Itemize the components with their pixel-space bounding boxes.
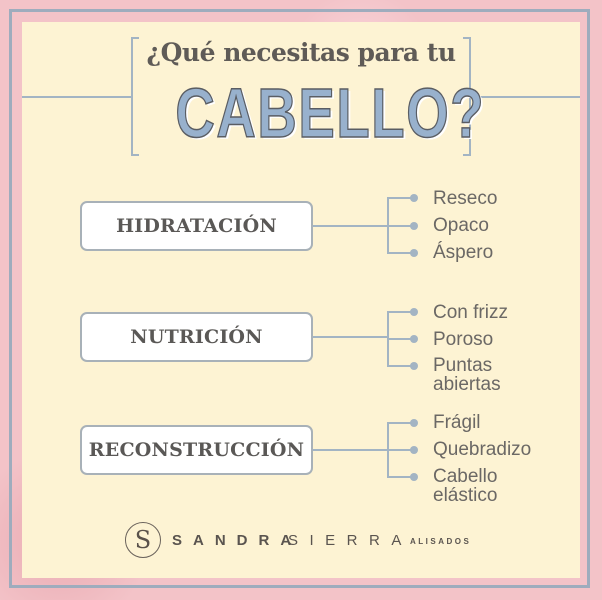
connector-main xyxy=(313,449,389,451)
bullet-dot-icon xyxy=(410,473,418,481)
brand-name-bold: SANDRA xyxy=(172,532,303,549)
brand-monogram-logo-icon: S xyxy=(125,522,161,558)
symptom-item: Con frizz xyxy=(433,302,508,323)
symptom-item: Opaco xyxy=(433,215,489,236)
symptom-item: Puntas xyxy=(433,355,493,376)
bullet-dot-icon xyxy=(410,194,418,202)
connector-branch xyxy=(387,476,411,478)
category-box-reconstruccion: RECONSTRUCCIÓN xyxy=(80,425,313,475)
bullet-dot-icon xyxy=(410,419,418,427)
connector-branch xyxy=(387,225,411,227)
symptom-item-continuation: elástico xyxy=(433,485,498,506)
bullet-dot-icon xyxy=(410,362,418,370)
header-connector-right xyxy=(471,96,580,98)
symptom-item: Áspero xyxy=(433,242,494,263)
header-connector-left xyxy=(22,96,131,98)
connector-branch xyxy=(387,197,411,199)
bullet-dot-icon xyxy=(410,222,418,230)
symptom-item: Poroso xyxy=(433,329,494,350)
bullet-dot-icon xyxy=(410,249,418,257)
connector-main xyxy=(313,336,389,338)
connector-branch xyxy=(387,252,411,254)
header-subtitle: ¿Qué necesitas para tu xyxy=(146,38,457,67)
connector-branch xyxy=(387,338,411,340)
bullet-dot-icon xyxy=(410,446,418,454)
bullet-dot-icon xyxy=(410,335,418,343)
connector-branch xyxy=(387,422,411,424)
outer-frame-border xyxy=(9,9,590,588)
connector-branch xyxy=(387,365,411,367)
symptom-item: Reseco xyxy=(433,188,498,209)
header-headline: CABELLO? xyxy=(175,74,486,152)
symptom-item: Cabello xyxy=(433,466,498,487)
connector-branch xyxy=(387,311,411,313)
category-box-hidratacion: HIDRATACIÓN xyxy=(80,201,313,251)
bullet-dot-icon xyxy=(410,308,418,316)
symptom-item: Frágil xyxy=(433,412,481,433)
header-bracket-right xyxy=(463,37,471,156)
brand-name-light: SIERRA xyxy=(288,532,413,549)
brand-tagline: ALISADOS xyxy=(410,537,472,546)
connector-branch xyxy=(387,449,411,451)
category-box-nutricion: NUTRICIÓN xyxy=(80,312,313,362)
symptom-item-continuation: abiertas xyxy=(433,374,501,395)
cream-panel xyxy=(22,22,580,578)
header-bracket-left xyxy=(131,37,139,156)
symptom-item: Quebradizo xyxy=(433,439,532,460)
connector-main xyxy=(313,225,389,227)
